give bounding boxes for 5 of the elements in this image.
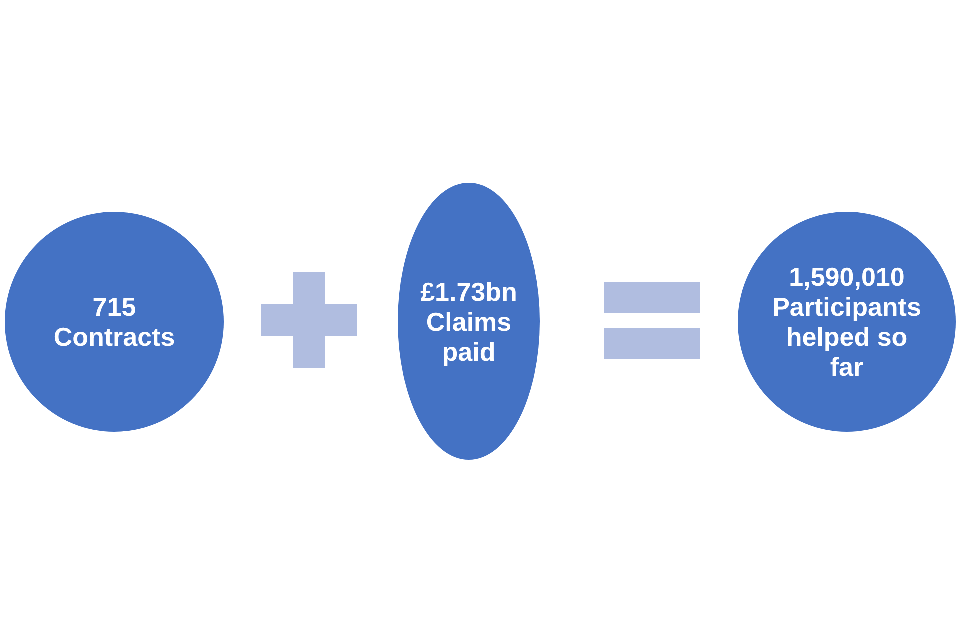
plus-sign <box>261 272 357 368</box>
equals-sign <box>604 282 700 359</box>
figure-text: £1.73bn Claims paid <box>420 276 518 366</box>
figure-text: 715 Contracts <box>52 292 176 352</box>
figure-text: 1,590,010 Participants helped so far <box>772 262 922 382</box>
